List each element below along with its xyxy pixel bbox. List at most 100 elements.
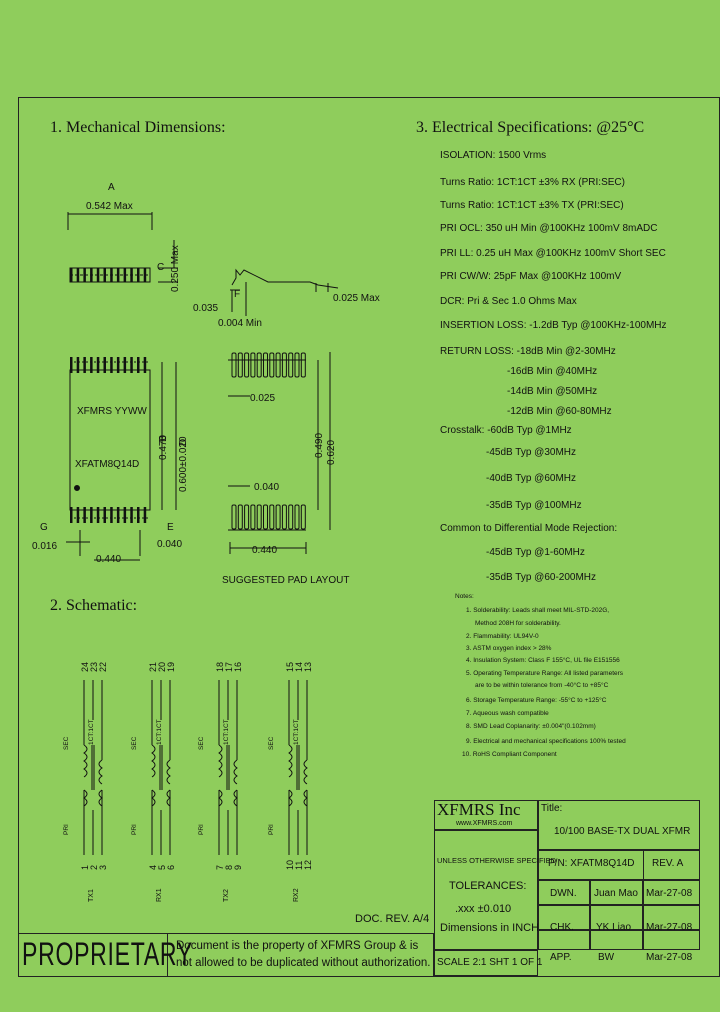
- tolerance-value: .xxx ±0.010: [455, 903, 512, 915]
- coil: [218, 744, 223, 778]
- pin-number: 16: [233, 661, 243, 672]
- spec-cww: PRI CW/W: 25pF Max @100KHz 100mV: [440, 271, 622, 282]
- channel-label: RX2: [293, 888, 300, 902]
- title-label: Title:: [541, 803, 563, 814]
- chk-name: YK Liao: [596, 922, 632, 933]
- side-lead: [83, 268, 86, 282]
- spec-ll: PRI LL: 0.25 uH Max @100KHz 100mV Short …: [440, 248, 666, 259]
- doc-revision: DOC. REV. A/4: [355, 913, 430, 925]
- proprietary-label: PROPRIETARY: [22, 936, 193, 972]
- pin-number: 3: [98, 864, 108, 870]
- top-lead: [123, 357, 127, 373]
- turns-ratio-label: 1CT:1CT: [223, 719, 230, 745]
- coil: [98, 789, 103, 807]
- pad: [231, 504, 237, 530]
- marking-line1: XFMRS YYWW: [77, 406, 147, 417]
- pad: [244, 504, 250, 530]
- bottom-lead: [137, 507, 140, 523]
- dwn-label-cell: [538, 880, 590, 905]
- coil: [233, 759, 238, 785]
- chk-name-cell: [590, 905, 643, 930]
- dwn-date: Mar-27-08: [646, 888, 693, 899]
- revision: REV. A: [652, 858, 684, 869]
- side-lead: [137, 268, 140, 282]
- dim-a-value: 0.542 Max: [86, 201, 133, 212]
- dim-g-letter: G: [40, 522, 48, 533]
- dim-c-letter: C: [157, 262, 165, 273]
- top-lead: [70, 357, 73, 373]
- dimensions-unit: Dimensions in INCH: [440, 922, 540, 934]
- company-website: www.XFMRS.com: [456, 820, 513, 827]
- unless-specified: UNLESS OTHERWISE SPECIFIED: [437, 856, 557, 865]
- spec-return-4: -12dB Min @60-80MHz: [507, 406, 612, 417]
- dwn-date-cell: [643, 880, 700, 905]
- note-5b: are to be within tolerance from -40°C to…: [475, 682, 609, 689]
- pad: [288, 352, 294, 378]
- note-8: 8. SMD Lead Coplanarity: ±0.004"(0.102mm…: [466, 723, 596, 730]
- dim-0040-pad: 0.040: [254, 482, 280, 493]
- spec-turns-rx: Turns Ratio: 1CT:1CT ±3% RX (PRI:SEC): [440, 177, 625, 188]
- bottom-lead: [110, 507, 113, 523]
- top-lead: [143, 357, 147, 373]
- app-date: Mar-27-08: [646, 952, 693, 963]
- pin-number: 13: [303, 661, 313, 672]
- pin-number: 22: [98, 661, 108, 672]
- side-lead: [143, 268, 147, 282]
- note-5a: 5. Operating Temperature Range: All list…: [466, 670, 624, 677]
- pri-label: PRI: [268, 824, 275, 835]
- top-lead: [76, 357, 80, 373]
- coil: [303, 759, 308, 785]
- bottom-lead: [103, 507, 106, 523]
- chk-label-cell: [538, 905, 590, 930]
- app-label: APP.: [550, 952, 572, 963]
- coil: [83, 744, 88, 778]
- bottom-lead: [143, 507, 147, 523]
- spec-crosstalk-3: -40dB Typ @60MHz: [486, 473, 577, 484]
- pad: [256, 352, 262, 378]
- coil: [288, 744, 293, 778]
- app-name-cell: [590, 930, 643, 950]
- sec-label: SEC: [268, 736, 275, 750]
- bottom-lead: [70, 507, 73, 523]
- note-4: 4. Insulation System: Class F 155°C, UL …: [466, 657, 620, 664]
- pin-number: 9: [233, 864, 243, 870]
- dwn-label: DWN.: [550, 888, 577, 899]
- coil: [166, 789, 171, 807]
- coil: [166, 759, 171, 785]
- pri-label: PRI: [63, 824, 70, 835]
- electrical-heading: 3. Electrical Specifications: @25°C: [416, 119, 645, 136]
- side-lead: [103, 268, 106, 282]
- spec-return-2: -16dB Min @40MHz: [507, 366, 598, 377]
- notes-title: Notes:: [455, 593, 474, 600]
- sec-label: SEC: [131, 736, 138, 750]
- top-lead: [137, 357, 140, 373]
- spec-dcr: DCR: Pri & Sec 1.0 Ohms Max: [440, 296, 577, 307]
- pad: [275, 352, 281, 378]
- coil: [151, 744, 156, 778]
- chk-label: CHK.: [550, 922, 574, 933]
- top-lead: [130, 357, 133, 373]
- top-lead: [110, 357, 113, 373]
- spec-turns-tx: Turns Ratio: 1CT:1CT ±3% TX (PRI:SEC): [440, 200, 624, 211]
- note-9: 9. Electrical and mechanical specificati…: [466, 738, 626, 745]
- coil: [218, 789, 223, 807]
- pad: [269, 352, 275, 378]
- title-value: 10/100 BASE-TX DUAL XFMR: [554, 826, 691, 837]
- pad: [275, 504, 281, 530]
- dim-0016: 0.016: [32, 541, 58, 552]
- title-box: [538, 800, 700, 850]
- pad: [250, 504, 256, 530]
- spec-isolation: ISOLATION: 1500 Vrms: [440, 150, 547, 161]
- pad: [263, 504, 268, 530]
- coil: [151, 789, 156, 807]
- pad: [269, 504, 275, 530]
- dwn-name-cell: [590, 880, 643, 905]
- pad: [237, 504, 243, 530]
- pad-layout-caption: SUGGESTED PAD LAYOUT: [222, 575, 350, 586]
- bottom-lead: [90, 507, 93, 523]
- bottom-lead: [123, 507, 127, 523]
- pad: [281, 504, 287, 530]
- chk-date-cell: [643, 905, 700, 930]
- pri-label: PRI: [198, 824, 205, 835]
